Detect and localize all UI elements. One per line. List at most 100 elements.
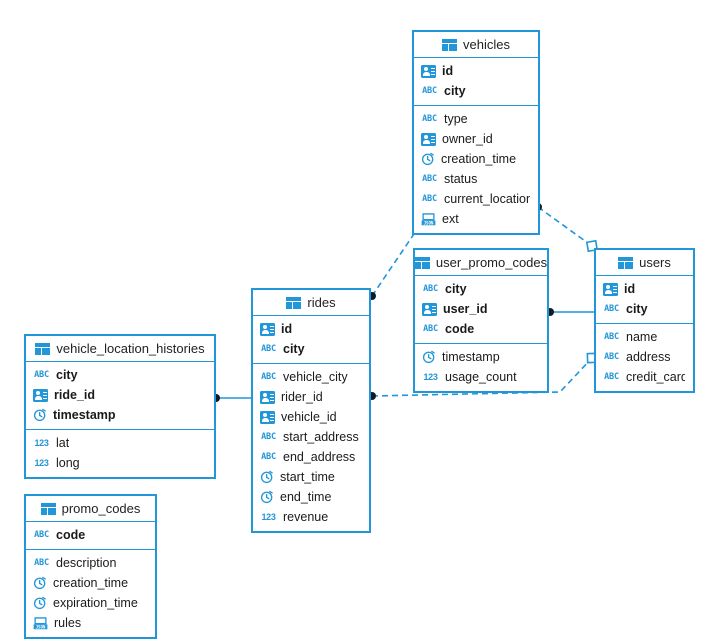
id-card-icon [33, 388, 48, 402]
relationship-vehicle_location_histories-to-rides [212, 394, 251, 402]
svg-text:JSON: JSON [36, 624, 46, 629]
table-name-label: vehicle_location_histories [56, 341, 205, 356]
clock-icon [260, 470, 274, 484]
column-label: description [56, 556, 117, 570]
column-row[interactable]: expiration_time [26, 593, 155, 613]
column-row[interactable]: 123 revenue [253, 507, 369, 527]
relationship-user_promo_codes-to-users [546, 308, 594, 316]
abc-icon: ABC [34, 530, 49, 540]
json-icon: JSON [33, 616, 48, 630]
column-row[interactable]: timestamp [26, 405, 214, 425]
abc-icon: ABC [604, 304, 619, 314]
primary-key-section: ABC code [26, 522, 155, 550]
table-icon [286, 296, 302, 309]
table-title: promo_codes [26, 496, 155, 522]
table-icon [414, 256, 430, 269]
clock-icon [33, 596, 47, 610]
column-row[interactable]: creation_time [26, 573, 155, 593]
column-row[interactable]: id [253, 319, 369, 339]
column-label: timestamp [53, 408, 116, 422]
column-row[interactable]: owner_id [414, 129, 538, 149]
column-label: vehicle_id [281, 410, 337, 424]
123-icon: 123 [34, 438, 49, 448]
column-label: status [444, 172, 478, 186]
id-card-icon [260, 410, 275, 424]
abc-icon: ABC [261, 372, 276, 382]
clock-icon [33, 408, 47, 422]
column-label: long [56, 456, 80, 470]
column-row[interactable]: timestamp [415, 347, 547, 367]
column-row[interactable]: id [596, 279, 693, 299]
abc-icon: ABC [261, 452, 276, 462]
column-label: name [626, 330, 658, 344]
column-row[interactable]: rider_id [253, 387, 369, 407]
column-row[interactable]: end_time [253, 487, 369, 507]
abc-icon: ABC [423, 324, 438, 334]
abc-icon: ABC [422, 174, 437, 184]
column-row[interactable]: user_id [415, 299, 547, 319]
svg-text:JSON: JSON [424, 220, 434, 225]
clock-icon [260, 490, 274, 504]
column-label: id [624, 282, 636, 296]
clock-icon [33, 576, 47, 590]
column-row[interactable]: ride_id [26, 385, 214, 405]
column-label: id [281, 322, 293, 336]
abc-icon: ABC [604, 332, 619, 342]
abc-icon: ABC [423, 284, 438, 294]
123-icon: 123 [423, 372, 438, 382]
id-card-icon [421, 132, 436, 146]
abc-icon: ABC [261, 344, 276, 354]
id-card-icon [260, 390, 275, 404]
table-name-label: users [639, 255, 671, 270]
column-label: revenue [283, 510, 329, 524]
column-row[interactable]: start_time [253, 467, 369, 487]
column-label: end_time [280, 490, 332, 504]
column-row[interactable]: ABC status [414, 169, 538, 189]
table-name-label: promo_codes [61, 501, 141, 516]
column-row[interactable]: vehicle_id [253, 407, 369, 427]
column-row[interactable]: id [414, 61, 538, 81]
column-label: type [444, 112, 468, 126]
abc-icon: ABC [261, 432, 276, 442]
column-row[interactable]: creation_time [414, 149, 538, 169]
123-icon: 123 [261, 512, 276, 522]
column-label: address [626, 350, 671, 364]
abc-icon: ABC [422, 194, 437, 204]
column-row[interactable]: ABC code [26, 525, 155, 545]
column-label: city [444, 84, 466, 98]
column-label: code [56, 528, 86, 542]
table-icon [442, 38, 458, 51]
column-row[interactable]: ABC name [596, 327, 693, 347]
column-label: rider_id [281, 390, 323, 404]
column-label: ride_id [54, 388, 95, 402]
